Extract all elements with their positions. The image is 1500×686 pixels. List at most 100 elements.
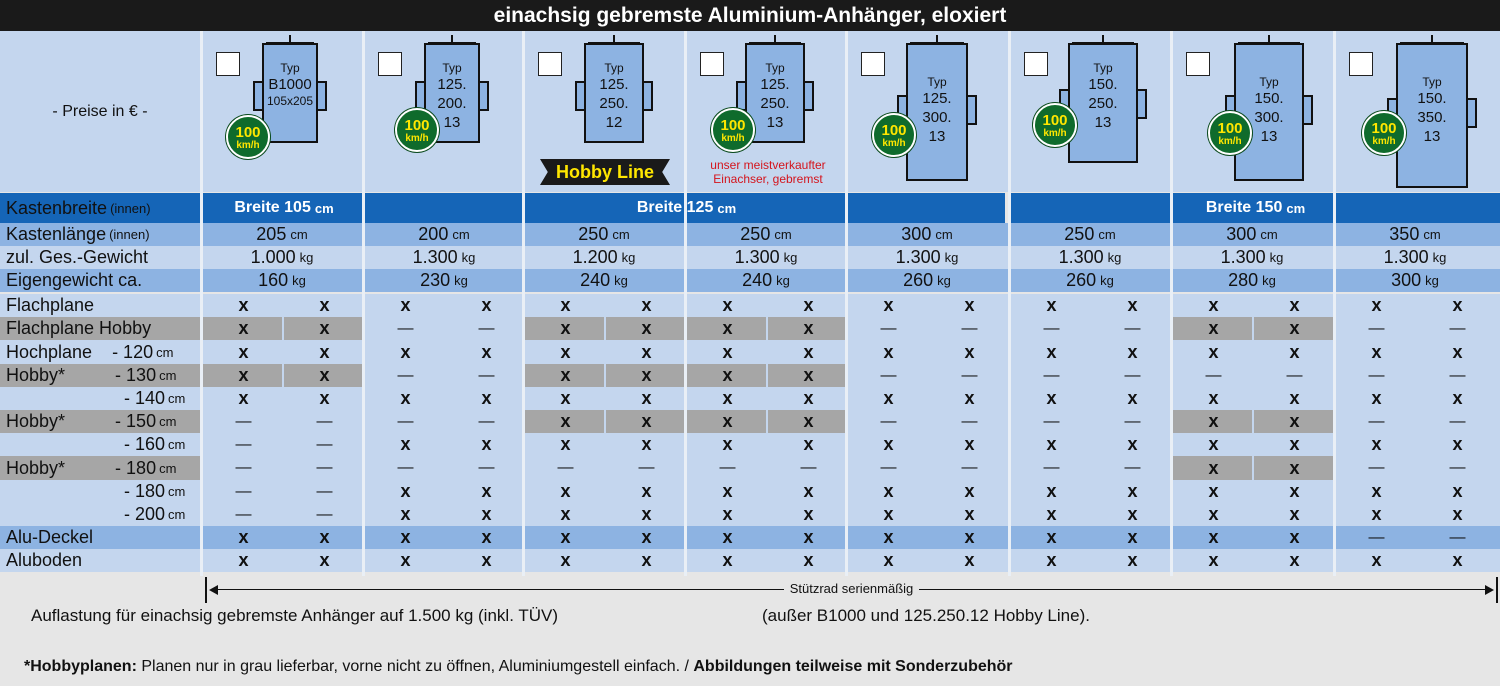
band-unit: cm (314, 200, 334, 216)
unavailable-mark: — (1286, 366, 1303, 384)
available-mark: x (883, 504, 894, 524)
unavailable-mark: — (397, 459, 414, 476)
speed-unit: km/h (1043, 128, 1067, 139)
row-label-sub: (innen) (110, 200, 151, 216)
available-mark: x (238, 365, 249, 385)
select-checkbox[interactable] (861, 52, 885, 76)
available-mark: x (1371, 295, 1382, 315)
available-mark: x (641, 434, 652, 454)
unavailable-mark: — (961, 412, 978, 430)
spec-number: 300 (901, 224, 932, 244)
select-checkbox[interactable] (1024, 52, 1048, 76)
spec-unit: kg (944, 250, 959, 265)
available-mark: x (1289, 457, 1300, 478)
available-mark: x (1046, 388, 1057, 408)
row-label-sub: cm (168, 507, 186, 522)
unavailable-mark: — (1449, 366, 1466, 384)
unavailable-mark: — (1124, 319, 1141, 337)
spec-unit: cm (1260, 227, 1278, 242)
trailer-type-line: 250. (760, 95, 790, 112)
row-label: Aluboden (6, 549, 82, 572)
width-band (203, 193, 362, 223)
spec-unit: cm (1098, 227, 1116, 242)
available-mark: x (1289, 318, 1300, 338)
column-separator (1008, 31, 1011, 576)
unavailable-mark: — (478, 459, 495, 476)
select-checkbox[interactable] (1349, 52, 1373, 76)
available-mark: x (319, 550, 330, 570)
trailer-type-line: 125. (922, 90, 952, 107)
available-mark: x (400, 527, 411, 547)
trailer-type-line: 150. (1088, 76, 1118, 93)
available-mark: x (1127, 295, 1138, 315)
available-mark: x (1452, 341, 1463, 362)
available-mark: x (1289, 527, 1300, 547)
trailer-type-line: 300. (1254, 109, 1284, 126)
available-mark: x (722, 434, 733, 454)
available-mark: x (803, 365, 814, 385)
hobby-grey-cell (1173, 317, 1252, 340)
drawbar-icon (1268, 35, 1270, 43)
hobby-grey-label-bg (0, 410, 200, 433)
hobby-grey-cell (606, 364, 685, 387)
drawbar-icon (1431, 35, 1433, 43)
column-separator (1170, 31, 1173, 576)
available-mark: x (1289, 434, 1300, 454)
available-mark: x (964, 504, 975, 524)
spec-unit: kg (299, 250, 314, 265)
footer-image-note: Abbildungen teilweise mit Sonderzubehör (693, 658, 1013, 675)
row-label-text: Alu-Deckel (6, 527, 94, 547)
select-checkbox[interactable] (216, 52, 240, 76)
available-mark: x (1046, 295, 1057, 315)
spec-unit: kg (1269, 250, 1284, 265)
available-mark: x (400, 388, 411, 408)
available-mark: x (560, 365, 571, 385)
select-checkbox[interactable] (538, 52, 562, 76)
available-mark: x (803, 550, 814, 570)
available-mark: x (964, 295, 975, 315)
drawbar-icon (1102, 35, 1104, 43)
available-mark: x (1208, 341, 1219, 362)
speed-value: 100 (404, 117, 430, 134)
drawbar-icon (289, 35, 291, 43)
available-mark: x (1208, 481, 1219, 501)
hobby-grey-cell (203, 364, 282, 387)
unavailable-mark: — (880, 459, 897, 476)
speed-value: 100 (881, 122, 907, 139)
available-mark: x (722, 550, 733, 570)
spec-unit: kg (1107, 250, 1122, 265)
available-mark: x (722, 481, 733, 501)
trailer-type-line: 350. (1417, 109, 1447, 126)
trailer-type-line: Typ (604, 61, 624, 75)
select-checkbox[interactable] (700, 52, 724, 76)
available-mark: x (560, 341, 571, 362)
available-mark: x (400, 481, 411, 501)
available-mark: x (1046, 527, 1057, 547)
available-mark: x (1289, 481, 1300, 501)
available-mark: x (319, 318, 330, 338)
available-mark: x (641, 318, 652, 338)
select-checkbox[interactable] (378, 52, 402, 76)
footer-auflastung: Auflastung für einachsig gebremste Anhän… (31, 606, 558, 625)
available-mark: x (803, 318, 814, 338)
row-label-sub: cm (159, 414, 177, 429)
spec-unit: kg (776, 273, 790, 288)
select-checkbox[interactable] (1186, 52, 1210, 76)
available-mark: x (1371, 388, 1382, 408)
trailer-type-line: 125. (437, 76, 467, 93)
